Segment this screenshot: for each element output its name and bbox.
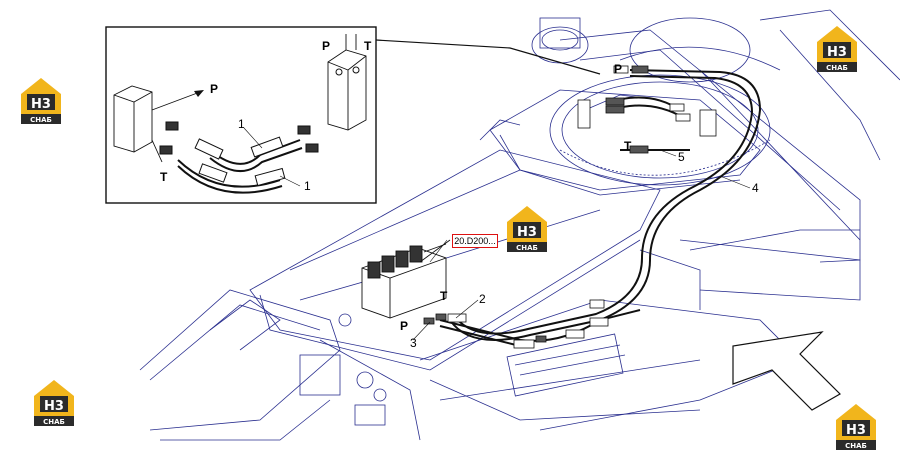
machine-frame <box>139 9 900 441</box>
port-label-inset-p-left: P <box>210 82 218 96</box>
watermark-logo-bottom-left: H3 СНАБ <box>34 380 74 426</box>
watermark-logo-center: H3 СНАБ <box>507 206 547 252</box>
svg-text:H3: H3 <box>31 97 51 112</box>
callout-1-upper: 1 <box>238 117 245 131</box>
port-label-main-p-valve: P <box>400 319 408 333</box>
svg-text:H3: H3 <box>517 225 537 240</box>
port-label-inset-p-top: P <box>322 39 330 53</box>
svg-text:H3: H3 <box>44 399 64 414</box>
callout-1-lower: 1 <box>304 179 311 193</box>
svg-text:H3: H3 <box>827 45 847 60</box>
svg-text:СНАБ: СНАБ <box>845 442 867 450</box>
callout-5: 5 <box>678 150 685 164</box>
inset-detail <box>105 26 601 204</box>
watermark-logo-bottom-right: H3 СНАБ <box>836 404 876 450</box>
callout-4: 4 <box>752 181 759 195</box>
svg-text:СНАБ: СНАБ <box>43 418 65 426</box>
port-label-main-t-mid: T <box>624 139 632 153</box>
svg-text:СНАБ: СНАБ <box>30 116 52 124</box>
hose-fittings <box>423 65 691 349</box>
svg-text:H3: H3 <box>846 423 866 438</box>
watermark-logo-top-left: H3 СНАБ <box>21 78 61 124</box>
control-valve-block <box>361 239 451 319</box>
svg-text:СНАБ: СНАБ <box>826 64 848 72</box>
callout-leaders <box>412 149 751 341</box>
callout-3: 3 <box>410 336 417 350</box>
port-label-inset-t-top: T <box>364 39 372 53</box>
port-label-inset-t-left: T <box>160 170 168 184</box>
svg-text:СНАБ: СНАБ <box>516 244 538 252</box>
watermark-logo-top-right: H3 СНАБ <box>817 26 857 72</box>
port-label-main-t-valve: T <box>440 289 448 303</box>
direction-arrow <box>732 331 841 411</box>
port-label-main-p-top: P <box>614 62 622 76</box>
callout-2: 2 <box>479 292 486 306</box>
section-reference-link[interactable]: 20.D200... <box>452 234 498 248</box>
